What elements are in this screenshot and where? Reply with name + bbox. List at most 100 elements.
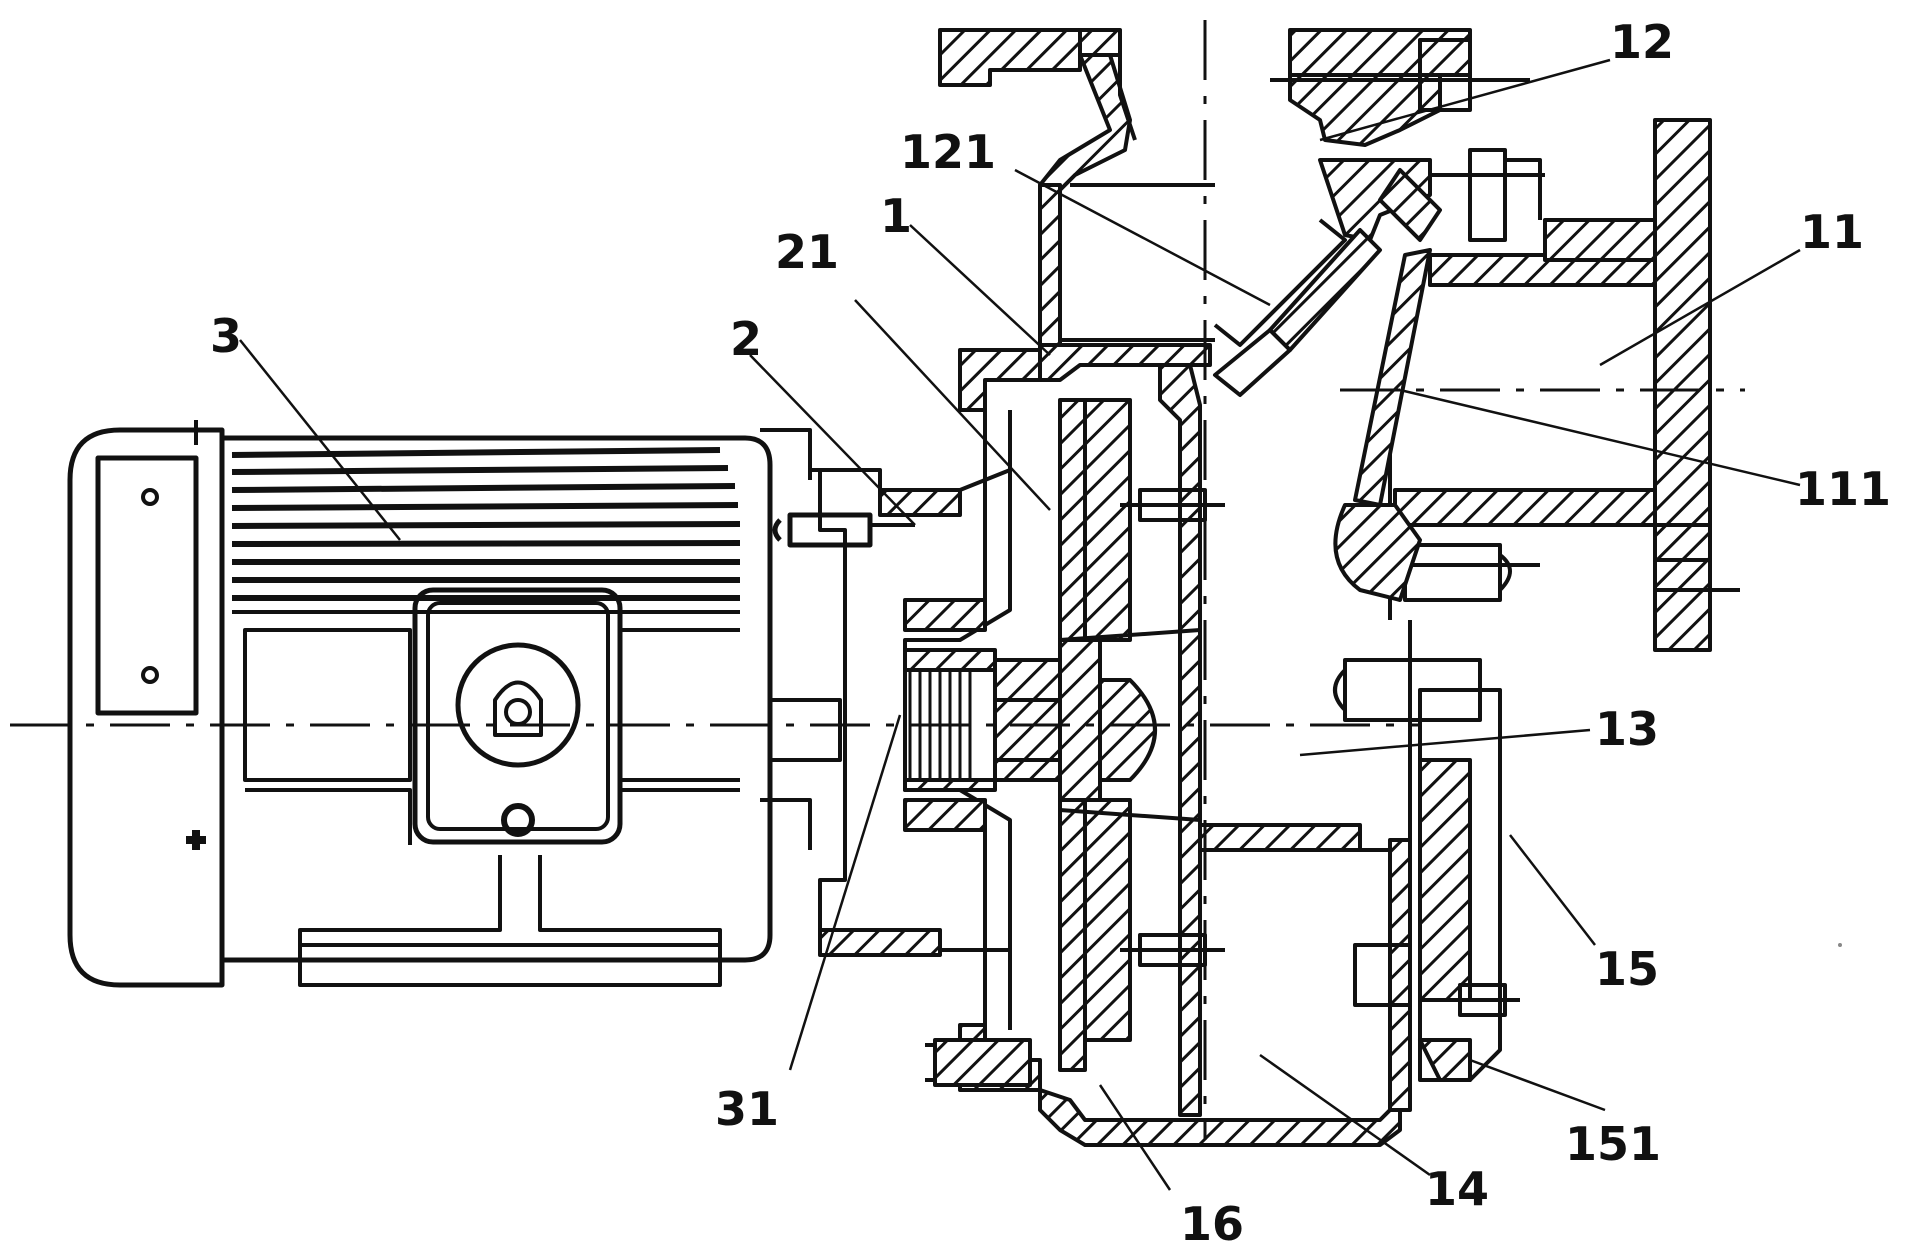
motor-foot	[298, 855, 722, 987]
leader-13	[1299, 728, 1591, 757]
lower-chamber-box	[1353, 943, 1412, 1007]
casing-bolt-upper	[1120, 488, 1225, 522]
leader-3	[239, 339, 401, 541]
label-11: 11	[1800, 205, 1864, 259]
separator-pipe	[1268, 228, 1382, 352]
label-111: 111	[1795, 462, 1891, 516]
label-14: 14	[1425, 1162, 1489, 1216]
terminal-badge-inner	[493, 680, 543, 737]
lower-flange	[1333, 658, 1520, 1082]
impeller-vane-line	[1059, 628, 1201, 822]
drain-plug	[1418, 1038, 1472, 1082]
flap-hinge	[1378, 168, 1442, 242]
discharge-pipe-hub-bottom	[1653, 523, 1712, 562]
leader-1	[909, 224, 1051, 356]
leader-111	[1399, 388, 1801, 487]
chamber-wall-right	[1388, 420, 1412, 840]
leader-21	[854, 299, 1051, 511]
motor-body-panel	[245, 788, 740, 845]
label-1: 1	[880, 189, 912, 243]
bracket-bolt	[772, 512, 873, 548]
impeller-hub	[1058, 638, 1102, 802]
shaft-seal	[903, 648, 1157, 792]
rivet	[141, 666, 159, 684]
label-151: 151	[1565, 1117, 1661, 1171]
discharge-bolt-bottom	[1403, 543, 1502, 602]
lower-flange-bolt-head	[1333, 668, 1347, 712]
bracket-hatched-wall	[903, 598, 987, 632]
rivet	[141, 488, 159, 506]
label-21: 21	[775, 225, 839, 279]
cooling-fins	[231, 447, 741, 601]
casing-bottom-wall	[1038, 1088, 1402, 1147]
discharge-pipe-hub-top	[1543, 218, 1657, 262]
flap-valve	[1353, 248, 1432, 507]
casing-right-wall	[1388, 838, 1412, 1112]
leader-2	[749, 354, 916, 526]
leader-151	[1469, 1058, 1606, 1112]
label-16: 16	[1180, 1197, 1244, 1251]
suction-flange-right	[1078, 28, 1122, 57]
leader-31	[788, 714, 902, 1071]
leader-14	[1259, 1053, 1431, 1177]
terminal-badge	[455, 642, 581, 768]
impeller	[1083, 398, 1132, 642]
discharge-flange	[1653, 118, 1712, 652]
leader-15	[1509, 834, 1596, 946]
leader-121	[1014, 168, 1271, 307]
labels: 12 121 1 21 11 3 2 111 13 15 31 151 14 1…	[210, 15, 1891, 1251]
discharge-pipe	[1333, 118, 1740, 652]
motor-nameplate	[95, 455, 199, 716]
bracket	[772, 468, 1012, 957]
discharge-pipe-bottom	[1393, 488, 1657, 527]
casing-bolt-lower	[1120, 933, 1225, 967]
impeller-lower	[1083, 798, 1132, 1042]
discharge-bolt-bottom-head	[1498, 553, 1512, 592]
cap-bolt-bottom	[186, 830, 206, 850]
terminal-box-outer	[412, 587, 623, 845]
motor-side-flange	[760, 428, 812, 850]
terminal-gland	[501, 803, 535, 837]
valve-bolt-top	[1270, 38, 1530, 112]
drain-bolt	[1440, 983, 1520, 1017]
speck	[1838, 943, 1842, 947]
casing-left-wall	[1038, 183, 1082, 362]
label-2: 2	[730, 312, 762, 366]
motor-end-cap	[67, 427, 225, 988]
casing-chamber-line	[1060, 183, 1215, 342]
lower-flange-hatched	[1418, 758, 1472, 1002]
front-plate	[958, 348, 1042, 412]
lower-bolt-head	[925, 1043, 937, 1082]
discharge-bolt-top	[1430, 148, 1545, 242]
label-3: 3	[210, 309, 242, 363]
separator-pipe-wall	[1213, 218, 1347, 347]
valve-seat	[1288, 73, 1442, 147]
hinge-knuckle	[1333, 503, 1422, 602]
lower-flange-bolt	[1343, 658, 1482, 722]
motor-shaft	[770, 698, 842, 762]
centerlines	[10, 20, 1745, 1140]
bracket-hatched-wall	[818, 928, 942, 957]
motor-body-panel	[243, 628, 740, 782]
motor	[67, 420, 842, 988]
leader-16	[1098, 1084, 1172, 1191]
leader-11	[1599, 248, 1801, 367]
label-121: 121	[900, 125, 996, 179]
casing-chamber-floor	[1198, 823, 1362, 852]
label-13: 13	[1595, 702, 1659, 756]
label-31: 31	[715, 1082, 779, 1136]
discharge-bolt-top-flange	[1505, 158, 1542, 220]
upper-flange	[1288, 28, 1472, 77]
casing-inner-right-wall	[1158, 363, 1202, 1117]
label-15: 15	[1595, 942, 1659, 996]
lower-bolt	[933, 1038, 1032, 1087]
bracket-hatched-wall	[903, 798, 987, 832]
separator-pipe-end	[1213, 328, 1292, 397]
leader-12	[1319, 58, 1611, 142]
suction-pipe-left	[1118, 30, 1137, 141]
terminal-box-inner	[426, 601, 610, 831]
suction-flange	[938, 28, 1082, 87]
leader-lines	[239, 58, 1801, 1191]
